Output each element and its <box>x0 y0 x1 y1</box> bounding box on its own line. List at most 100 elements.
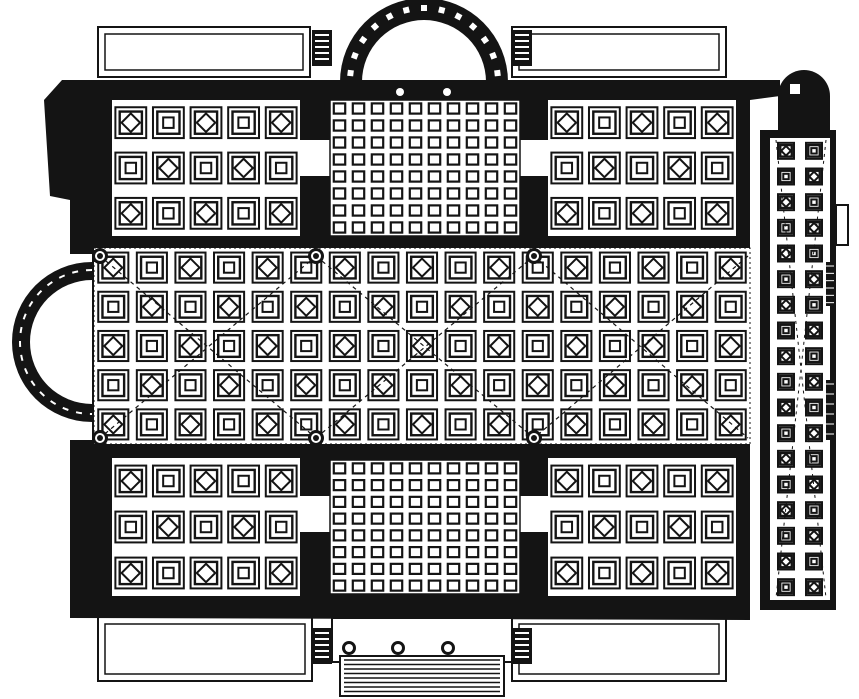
coffer-diamond <box>120 470 142 492</box>
coffer <box>550 196 584 230</box>
coffer-ring <box>779 323 793 338</box>
coffer-ring <box>268 110 294 135</box>
coffer <box>700 464 734 498</box>
outbuilding-0 <box>97 26 311 78</box>
coffer-frame <box>777 526 795 545</box>
coffer-ring <box>255 294 280 319</box>
coffer-ring <box>807 554 821 569</box>
coffer-small <box>446 187 461 200</box>
coffer-small <box>446 529 461 542</box>
coffer <box>777 372 795 391</box>
portico-column-top-ring-2 <box>444 644 452 652</box>
side-corridor-east <box>770 138 834 600</box>
coffer-ring <box>409 412 435 437</box>
coffer <box>483 290 516 323</box>
coffer-small-frame <box>503 579 518 592</box>
coffer-frame <box>777 578 795 597</box>
coffer-ring <box>231 201 256 226</box>
coffer-center <box>608 339 622 353</box>
coffer <box>714 369 747 402</box>
coffer-diamond <box>102 257 124 279</box>
coffer-center <box>237 474 250 488</box>
coffer-ring <box>487 333 512 359</box>
coffer-small-frame <box>503 545 518 559</box>
coffer <box>227 106 261 140</box>
coffer-small-frame <box>465 119 480 132</box>
coffer <box>290 251 323 284</box>
coffer-ring <box>667 514 692 540</box>
coffer-small-frame <box>503 479 518 492</box>
coffer <box>625 151 659 185</box>
coffer-center <box>782 326 790 335</box>
coffer-ring <box>118 201 144 226</box>
coffer-small-frame <box>465 153 480 166</box>
coffer-small-frame <box>446 529 461 542</box>
coffer-small <box>408 187 423 200</box>
coffer-ring <box>371 255 396 280</box>
coffer-small <box>446 495 461 509</box>
coffer <box>663 106 697 140</box>
coffer-ring <box>641 255 666 280</box>
coffer-small-frame <box>503 170 518 183</box>
coffer-small-frame <box>484 579 499 592</box>
column-core-3 <box>97 435 103 441</box>
coffer-small <box>389 187 404 200</box>
coffer <box>700 106 734 140</box>
outbuilding-2 <box>97 616 313 682</box>
coffer-frame <box>777 167 795 186</box>
coffer <box>625 196 659 230</box>
coffer-diamond <box>779 195 793 209</box>
coffer <box>151 556 185 590</box>
coffer-small-frame <box>351 187 366 200</box>
coffer-ring <box>807 143 821 158</box>
nave-central-hall <box>93 247 751 445</box>
coffer-diamond <box>120 112 142 134</box>
coffer-small-frame <box>446 545 461 559</box>
coffer-small-frame <box>503 462 518 475</box>
coffer-ring <box>629 110 655 135</box>
coffer-ring <box>231 468 256 494</box>
coffer-ring <box>178 255 203 280</box>
coffer-ring <box>156 468 181 494</box>
coffer-ring <box>101 412 126 437</box>
coffer-diamond <box>141 296 163 318</box>
apse-north <box>340 0 508 82</box>
entrance-steps-south <box>331 617 513 697</box>
coffer-ring <box>807 297 821 312</box>
coffer-small <box>427 221 442 234</box>
coffer-center <box>415 300 429 313</box>
coffer-ring <box>217 333 242 359</box>
coffer-center <box>560 520 574 534</box>
coffer <box>135 251 168 284</box>
coffer-small <box>503 512 518 525</box>
portico-column-top-ring-1 <box>394 644 402 652</box>
coffer-small <box>465 119 480 132</box>
apse-north-niche <box>350 51 359 60</box>
coffer-center <box>145 261 158 274</box>
coffer-ring <box>487 412 512 437</box>
coffer <box>405 369 439 402</box>
coffer-frame <box>805 424 823 443</box>
coffer-ring <box>178 412 203 437</box>
coffer <box>587 106 621 140</box>
coffer-small <box>389 579 404 592</box>
coffer-small <box>408 545 423 559</box>
apse-west-niche-ring <box>19 269 93 415</box>
coffer-ring <box>564 412 589 437</box>
coffer-small-frame <box>427 479 442 492</box>
coffer <box>189 464 223 498</box>
coffer-ring <box>807 400 821 415</box>
coffer <box>135 329 168 363</box>
coffer <box>97 329 130 363</box>
coffer <box>637 251 670 284</box>
coffer-small <box>332 495 347 509</box>
coffer-ring <box>667 110 692 135</box>
coffer-ring <box>667 201 692 226</box>
coffer-small-frame <box>351 119 366 132</box>
coffer-small <box>484 204 499 217</box>
coffer-small <box>503 136 518 149</box>
coffer-diamond <box>706 112 728 134</box>
coffer-small <box>389 512 404 525</box>
coffer-center <box>810 198 818 206</box>
coffer-center <box>782 172 790 181</box>
